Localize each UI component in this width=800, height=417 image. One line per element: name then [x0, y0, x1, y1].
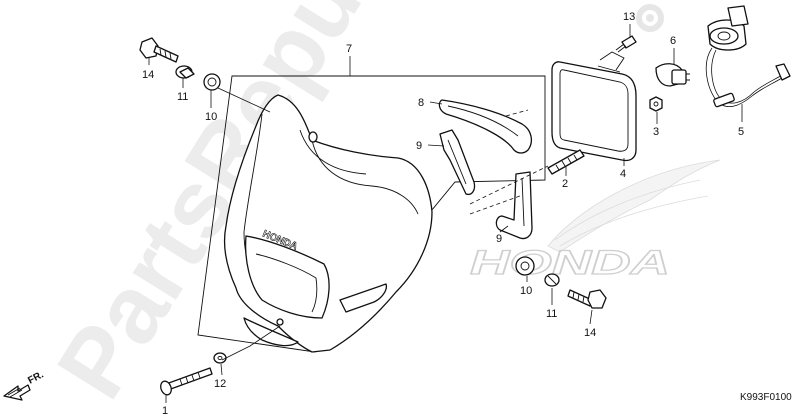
- callout-10-left: 10: [205, 111, 217, 123]
- grommet-part-10-left: [203, 73, 221, 91]
- socket-part-5: [705, 5, 791, 108]
- grommet-part-10-right: [515, 256, 535, 276]
- gear-icon: [636, 4, 664, 32]
- assembly-outline: [197, 75, 546, 353]
- bolt-part-14-left: [139, 37, 179, 63]
- callout-labels: 1 2 3 4 5 6 7 8 9 9 10 10 11 11 12 13 14…: [142, 11, 744, 417]
- bulb-part-6: [655, 63, 690, 87]
- collar-part-11-right: [544, 273, 560, 287]
- headlight-cowl: HONDA: [223, 94, 433, 353]
- nut-part-3: [649, 96, 663, 112]
- collar-part-11-left: [175, 65, 195, 79]
- callout-14-right: 14: [584, 327, 596, 339]
- callout-5: 5: [738, 126, 744, 138]
- callout-12: 12: [214, 378, 226, 390]
- leader-lines: [148, 24, 743, 403]
- bolt-part-14-right: [567, 289, 607, 309]
- bolt-part-1: [160, 367, 213, 396]
- callout-1: 1: [162, 405, 168, 417]
- screw-part-13: [615, 35, 637, 53]
- callout-4: 4: [620, 168, 626, 180]
- callout-14-left: 14: [142, 69, 154, 81]
- callout-3: 3: [653, 126, 659, 138]
- strap-part-9-upper: [439, 129, 476, 196]
- washer-part-12: [213, 352, 227, 364]
- callout-2: 2: [562, 178, 568, 190]
- strap-part-9-lower: [495, 171, 533, 240]
- adjusting-screw-part-2: [547, 149, 585, 175]
- callout-11-right: 11: [546, 308, 557, 320]
- strap-part-8: [438, 99, 533, 154]
- honda-wordmark: HONDA: [470, 244, 670, 282]
- callout-8: 8: [418, 97, 424, 109]
- diagram-code: K993F0100: [740, 392, 792, 403]
- callout-10-right: 10: [520, 285, 532, 297]
- callout-11-left: 11: [177, 91, 188, 103]
- callout-9-lower: 9: [496, 233, 502, 245]
- headlight-unit: [551, 51, 637, 162]
- front-indicator-label: FR.: [26, 369, 46, 386]
- callout-9-upper: 9: [416, 140, 422, 152]
- callout-7: 7: [346, 43, 352, 55]
- honda-wing-logo: HONDA: [469, 159, 721, 283]
- callout-6: 6: [670, 35, 676, 47]
- callout-13: 13: [623, 11, 635, 23]
- front-arrow: FR.: [3, 369, 46, 401]
